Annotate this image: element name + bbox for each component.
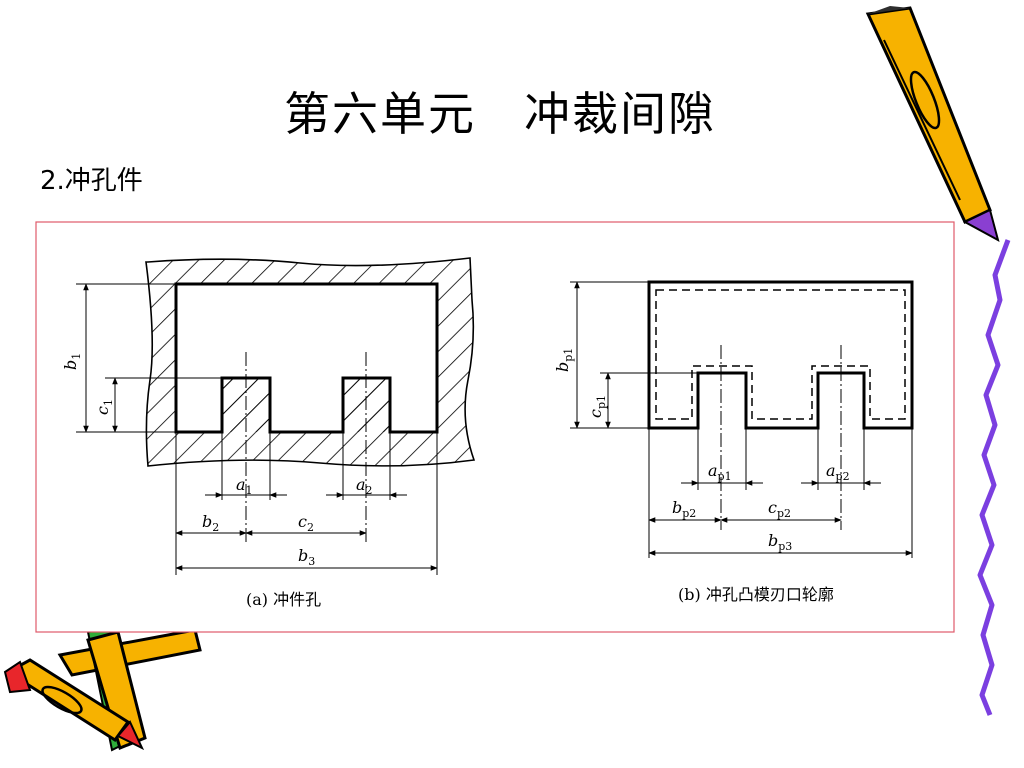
dim-bp2: bp2 <box>672 498 696 520</box>
hole-outline <box>174 282 439 434</box>
dim-b1: b1 <box>61 353 83 370</box>
dim-c1: c1 <box>93 399 115 415</box>
figure-a: b1 c1 a1 a2 b2 c2 b3 (a) 冲件孔 <box>61 257 476 609</box>
dim-b3: b3 <box>298 546 315 568</box>
dim-cp2: cp2 <box>768 498 791 520</box>
hole-dashed-outline <box>655 289 906 420</box>
dim-b2: b2 <box>202 512 219 534</box>
pencil-top-right-icon <box>865 6 1000 242</box>
dim-ap2: ap2 <box>826 461 850 483</box>
dim-a1: a1 <box>236 475 253 497</box>
dim-bp1: bp1 <box>553 348 575 372</box>
dim-a2: a2 <box>356 475 373 497</box>
dim-c2: c2 <box>298 512 314 534</box>
dim-ap1: ap1 <box>708 461 732 483</box>
caption-b: (b) 冲孔凸模刃口轮廓 <box>678 585 834 604</box>
dim-bp3: bp3 <box>768 531 792 553</box>
dim-cp1: cp1 <box>586 395 608 418</box>
purple-squiggle-icon <box>977 239 1011 716</box>
pencils-bottom-left-icon <box>3 626 202 752</box>
figure-b: bp1 cp1 ap1 ap2 bp2 cp2 bp3 (b) 冲孔凸模刃口轮廓 <box>553 280 914 604</box>
slide-subtitle: 2.冲孔件 <box>40 166 143 196</box>
slide-title: 第六单元 冲裁间隙 <box>284 87 716 141</box>
caption-a: (a) 冲件孔 <box>246 590 321 609</box>
